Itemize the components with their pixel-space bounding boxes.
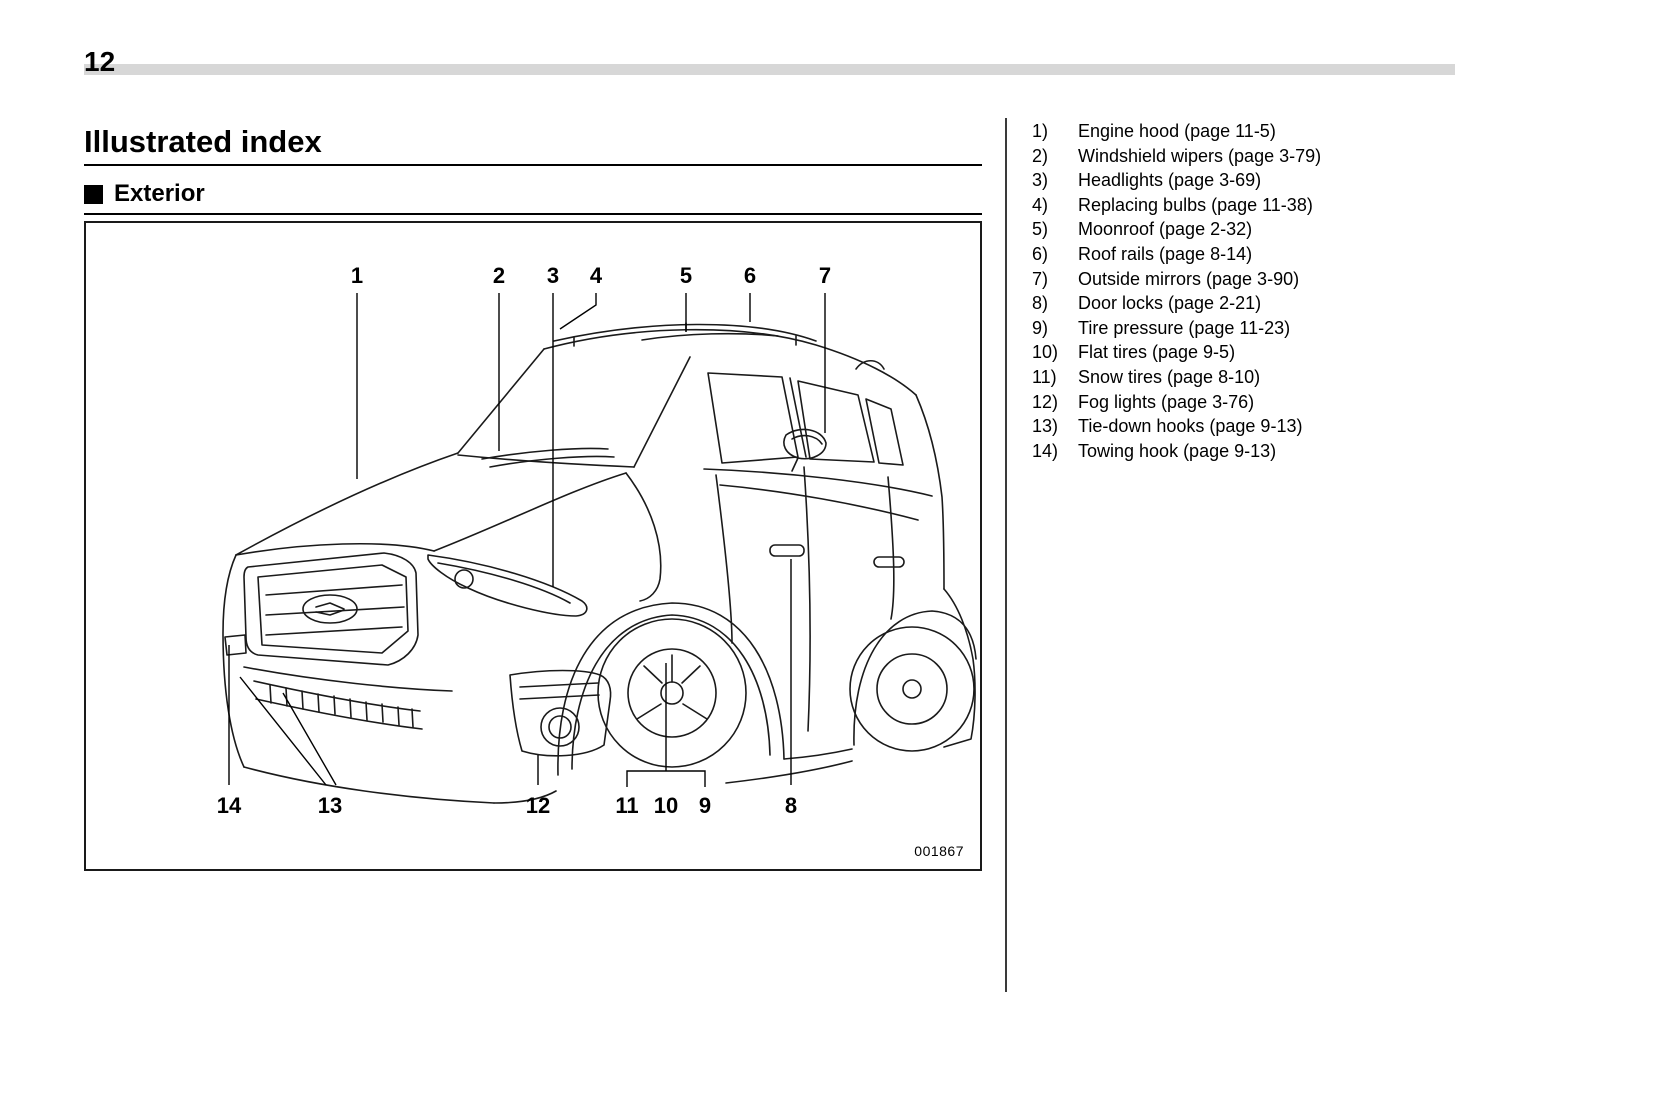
legend-item: 11) Snow tires (page 8-10): [1032, 365, 1612, 390]
square-bullet-icon: [84, 184, 103, 204]
page-number: 12: [84, 46, 116, 77]
section-rule: [84, 213, 982, 215]
legend-item: 1) Engine hood (page 11-5): [1032, 119, 1612, 144]
legend-item-number: 9): [1032, 317, 1049, 338]
legend-item-number: 8): [1032, 293, 1049, 314]
legend-item-label: Towing hook (page 9-13): [1078, 440, 1277, 461]
page-title: Illustrated index: [84, 124, 322, 159]
legend-item: 2) Windshield wipers (page 3-79): [1032, 144, 1612, 169]
callout-number: 1: [351, 263, 363, 288]
legend-item-number: 4): [1032, 194, 1049, 215]
legend-item-number: 2): [1032, 145, 1049, 166]
legend-item-number: 6): [1032, 243, 1049, 264]
legend-item-label: Moonroof (page 2-32): [1078, 219, 1253, 240]
callout-number: 3: [547, 263, 559, 288]
callout-numbers: 1 2 3 4 5 6 7 14 13 12 11 10 9 8: [217, 263, 831, 818]
section-title: Exterior: [114, 180, 205, 207]
callout-number: 10: [654, 793, 678, 818]
legend-item-label: Flat tires (page 9-5): [1078, 342, 1236, 363]
legend-item: 4) Replacing bulbs (page 11-38): [1032, 193, 1612, 218]
callout-number: 12: [526, 793, 550, 818]
figure-code: 001867: [914, 843, 964, 859]
legend-item: 3) Headlights (page 3-69): [1032, 168, 1612, 193]
legend-item-number: 12): [1032, 391, 1059, 412]
legend-item-label: Windshield wipers (page 3-79): [1078, 145, 1322, 166]
legend-item: 5) Moonroof (page 2-32): [1032, 217, 1612, 242]
legend-item-label: Tie-down hooks (page 9-13): [1078, 416, 1303, 437]
legend-item: 7) Outside mirrors (page 3-90): [1032, 267, 1612, 292]
legend-item-number: 11): [1032, 366, 1057, 387]
section-heading: Exterior: [84, 180, 205, 208]
legend-item: 6) Roof rails (page 8-14): [1032, 242, 1612, 267]
title-rule: [84, 164, 982, 166]
exterior-figure-box: 1 2 3 4 5 6 7 14 13 12 11 10 9 8 001867: [84, 221, 982, 871]
legend-item: 14) Towing hook (page 9-13): [1032, 439, 1612, 464]
legend-item-label: Outside mirrors (page 3-90): [1078, 268, 1300, 289]
callout-number: 9: [699, 793, 711, 818]
legend-item-number: 14): [1032, 440, 1059, 461]
car-exterior-diagram: 1 2 3 4 5 6 7 14 13 12 11 10 9 8: [217, 263, 977, 818]
legend-item-label: Headlights (page 3-69): [1078, 170, 1262, 191]
callout-number: 8: [785, 793, 797, 818]
callout-number: 2: [493, 263, 505, 288]
legend-item-number: 1): [1032, 121, 1049, 141]
legend-item: 12) Fog lights (page 3-76): [1032, 390, 1612, 415]
legend-item-number: 10): [1032, 342, 1059, 363]
column-divider: [1005, 118, 1007, 992]
callout-number: 4: [590, 263, 603, 288]
callout-number: 7: [819, 263, 831, 288]
legend-item-label: Engine hood (page 11-5): [1078, 121, 1276, 141]
header-bar: [84, 64, 1455, 75]
legend-item-number: 3): [1032, 170, 1049, 191]
callout-number: 5: [680, 263, 692, 288]
legend-item: 13) Tie-down hooks (page 9-13): [1032, 414, 1612, 439]
callout-number: 6: [744, 263, 756, 288]
callout-number: 14: [217, 793, 242, 818]
legend-item-label: Fog lights (page 3-76): [1078, 391, 1255, 412]
car-body-art: [222, 322, 977, 804]
legend-item-number: 7): [1032, 268, 1049, 289]
callout-number: 11: [615, 793, 638, 818]
callout-number: 13: [318, 793, 342, 818]
legend-item: 9) Tire pressure (page 11-23): [1032, 316, 1612, 341]
legend-item-label: Replacing bulbs (page 11-38): [1078, 194, 1313, 215]
exterior-legend: 1) Engine hood (page 11-5) 2) Windshield…: [1032, 119, 1612, 463]
legend-item-label: Tire pressure (page 11-23): [1078, 317, 1291, 338]
legend-item-label: Door locks (page 2-21): [1078, 293, 1262, 314]
legend-item-number: 13): [1032, 416, 1059, 437]
callout-leader-lines: [228, 293, 826, 787]
legend-item: 8) Door locks (page 2-21): [1032, 291, 1612, 316]
legend-item-number: 5): [1032, 219, 1049, 240]
legend-item-label: Snow tires (page 8-10): [1078, 366, 1261, 387]
legend-item: 10) Flat tires (page 9-5): [1032, 340, 1612, 365]
legend-item-label: Roof rails (page 8-14): [1078, 243, 1253, 264]
